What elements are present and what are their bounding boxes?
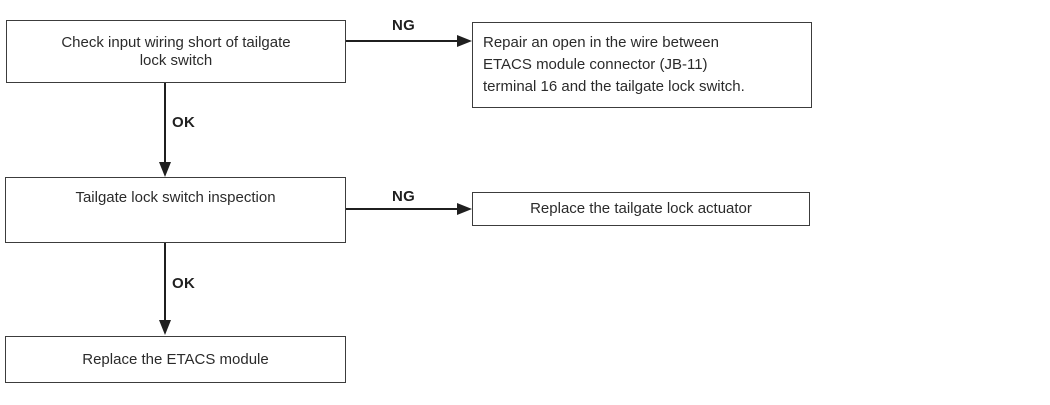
edge-label-ng-middle: NG [392,188,416,205]
node-repair-wire: Repair an open in the wire between ETACS… [472,22,812,108]
node-replace-module: Replace the ETACS module [5,336,346,383]
node-switch-inspection-label: Tailgate lock switch inspection [75,189,276,206]
node-repair-wire-label: Repair an open in the wire between ETACS… [483,34,745,95]
node-check-input-wiring: Check input wiring short of tailgate loc… [6,20,346,83]
node-check-input-wiring-label: Check input wiring short of tailgate loc… [61,33,291,69]
edge-label-ok-top: OK [172,114,196,131]
node-replace-module-label: Replace the ETACS module [82,350,269,368]
node-replace-actuator-label: Replace the tailgate lock actuator [530,200,752,217]
arrow-inspection-to-actuator-line [346,208,458,210]
edge-label-ok-bottom: OK [172,275,196,292]
arrow-right-icon [457,35,472,47]
node-replace-actuator: Replace the tailgate lock actuator [472,192,810,226]
edge-label-ng-top: NG [392,17,416,34]
arrow-check-to-repair-line [346,40,458,42]
arrow-inspection-to-module-line [164,243,166,321]
arrow-check-to-inspection-line [164,83,166,163]
node-switch-inspection: Tailgate lock switch inspection [5,177,346,243]
arrow-right-icon [457,203,472,215]
arrow-down-icon [159,320,171,335]
arrow-down-icon [159,162,171,177]
